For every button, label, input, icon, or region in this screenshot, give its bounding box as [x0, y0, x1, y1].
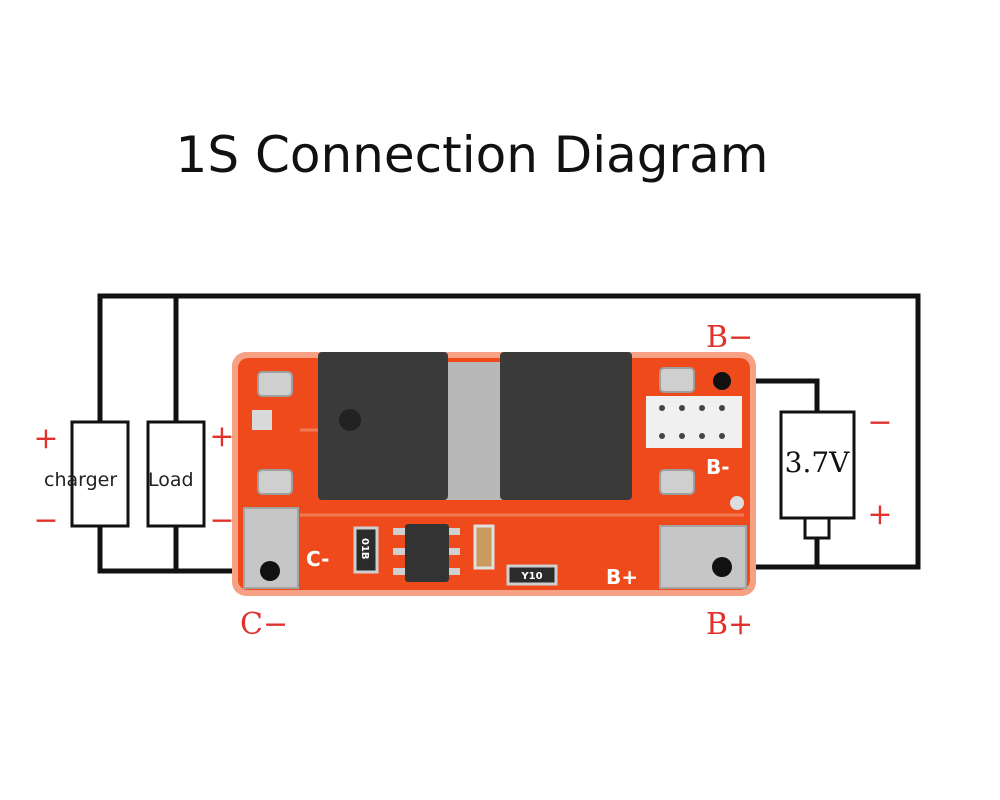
via-holes — [659, 405, 725, 439]
mosfet-right-code-a: 946 — [594, 452, 612, 479]
mosfet-right-marking: 90T03GH — [513, 370, 534, 446]
mosfet-right — [500, 352, 632, 500]
protection-board: 90T03GH 014 90T03GH 946 575 01B Y10 C- — [232, 352, 756, 596]
load-box — [146, 420, 206, 528]
resistor-a — [353, 526, 379, 574]
resistor-b-label: Y10 — [520, 571, 542, 582]
ic-lead — [393, 568, 407, 575]
c-minus-terminal-dot — [260, 561, 280, 581]
pad-top-left — [257, 371, 293, 397]
top-wire — [97, 293, 921, 570]
resistor-b — [506, 564, 558, 586]
pad-small — [252, 410, 272, 430]
battery-minus-sign: − — [867, 405, 892, 440]
mosfet-left-tab — [438, 362, 504, 500]
charger-plus-sign: + — [33, 421, 58, 456]
load-plus-sign: + — [209, 419, 234, 454]
mosfet-left-hole — [339, 409, 361, 431]
b-plus-pad — [659, 525, 747, 589]
mounting-hole — [730, 496, 744, 510]
via-grid — [646, 396, 742, 448]
ic-lead — [446, 568, 460, 575]
b-minus-terminal-dot — [713, 372, 731, 390]
mosfet-left-code: 014 — [334, 446, 350, 471]
battery-body — [779, 410, 856, 520]
load-label: Load — [148, 469, 194, 491]
b-plus-terminal-dot — [712, 557, 732, 577]
bottom-wire — [97, 526, 270, 574]
ic-lead — [446, 548, 460, 555]
silk-b-plus: B+ — [606, 565, 638, 589]
c-minus-label: C− — [240, 607, 288, 642]
charger-label: charger — [44, 469, 117, 491]
mosfet-left — [318, 352, 448, 500]
b-minus-label: B− — [706, 320, 753, 355]
ic-lead — [393, 528, 407, 535]
ic-lead — [393, 548, 407, 555]
load-minus-sign: − — [209, 503, 234, 538]
charger-box — [70, 420, 130, 528]
b-plus-label: B+ — [706, 607, 753, 642]
charger-minus-sign: − — [33, 503, 58, 538]
silk-b-minus: B- — [706, 455, 730, 479]
capacitor — [473, 524, 495, 570]
pad-mid-right — [659, 469, 695, 495]
battery-terminal — [803, 516, 831, 540]
pad-top-right — [659, 367, 695, 393]
battery-voltage-label: 3.7V — [785, 446, 851, 479]
silk-c-minus: C- — [306, 547, 329, 571]
mosfet-right-code-b: 575 — [594, 386, 612, 413]
battery-plus-sign: + — [867, 497, 892, 532]
ic-lead — [446, 528, 460, 535]
wiring — [97, 293, 921, 574]
resistor-a-label: 01B — [359, 538, 370, 560]
pad-mid-left — [257, 469, 293, 495]
page-title: 1S Connection Diagram — [176, 126, 769, 184]
ic-chip — [405, 524, 449, 582]
mosfet-left-marking: 90T03GH — [385, 370, 406, 446]
